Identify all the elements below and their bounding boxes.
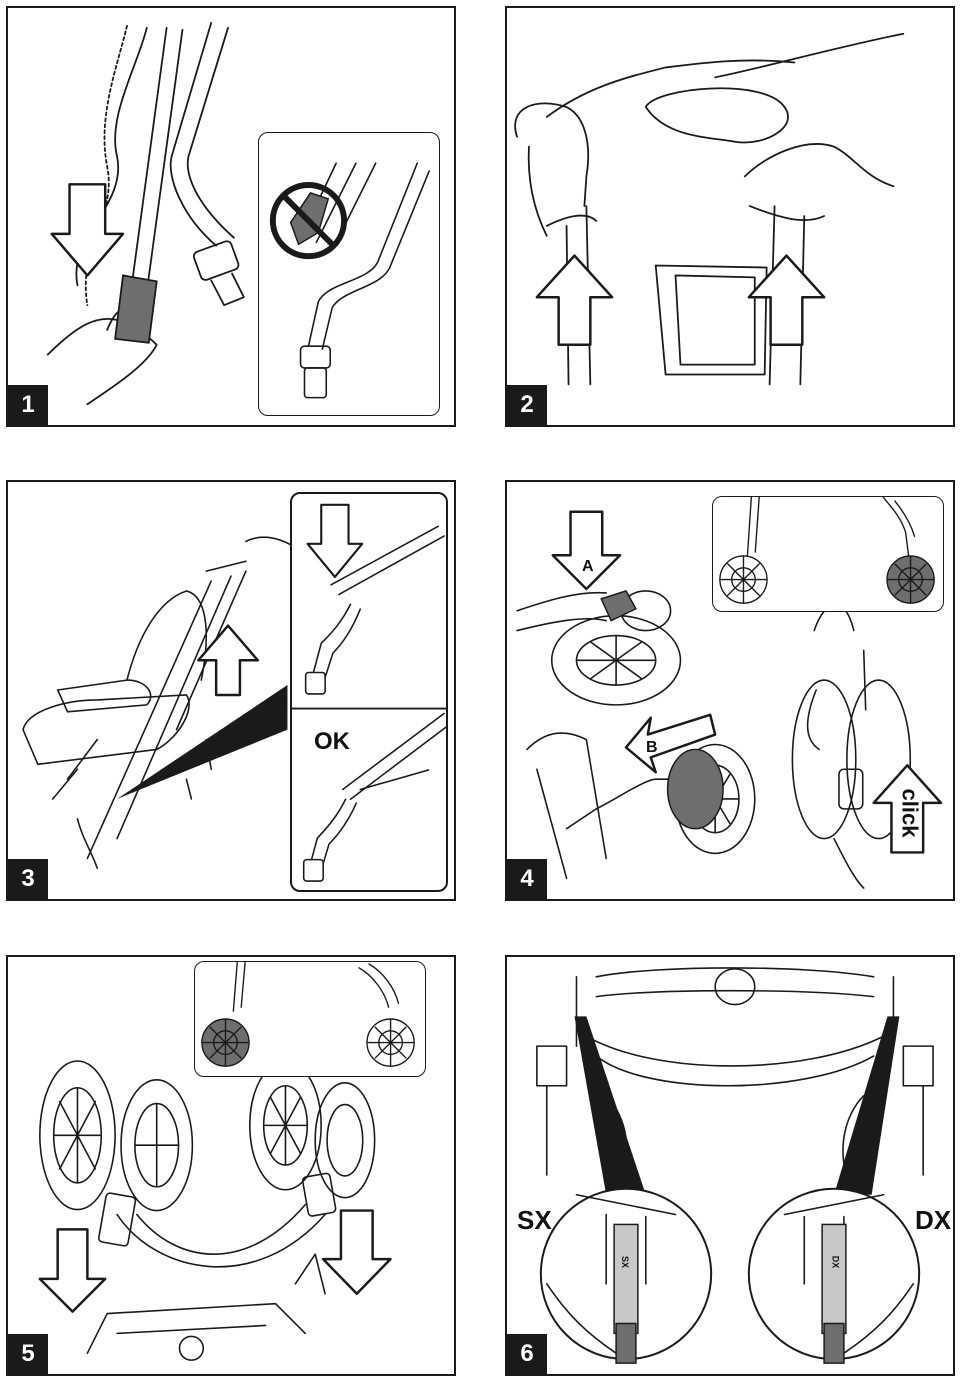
step-3-up-arrow: [197, 624, 259, 697]
step-6-pointer-left: [574, 1016, 646, 1195]
step-1-illustration: [46, 21, 245, 406]
step-1-number: 1: [8, 385, 48, 425]
step-4-number: 4: [507, 859, 547, 899]
step-5-down-arrow-left: [38, 1228, 107, 1313]
step-5-down-arrow-right: [321, 1209, 392, 1296]
step-1-down-arrow: [50, 183, 125, 277]
step-2-number: 2: [507, 385, 547, 425]
step-2-up-arrow-right: [747, 254, 826, 347]
step-6-tag-sx: SX: [620, 1255, 631, 1269]
step-6-illustration: [536, 967, 934, 1364]
step-4-inset-illustration: [719, 497, 935, 604]
step-5-inset: [194, 961, 426, 1077]
step-5-panel: 5: [6, 955, 456, 1376]
step-1-inset-illustration: [269, 162, 430, 399]
step-4-arrow-a: [551, 510, 622, 591]
step-5-inset-illustration: [201, 962, 415, 1067]
step-3-inset-down-arrow: [306, 503, 364, 579]
step-6-panel: SX DX SX DX 6: [505, 955, 955, 1376]
step-4-label-a: A: [582, 558, 594, 575]
step-2-illustration: [514, 32, 905, 386]
step-4-arrow-b: [624, 713, 717, 774]
step-3-illustration: [22, 536, 297, 870]
step-1-inset: [258, 132, 440, 416]
step-4-click-label: click: [897, 788, 923, 838]
step-3-inset-illustration: [292, 503, 446, 882]
step-4-inset: [712, 496, 944, 612]
step-6-label-sx: SX: [517, 1205, 552, 1235]
step-3-panel: OK 3: [6, 480, 456, 901]
prohibited-icon: [269, 182, 348, 260]
step-1-panel: 1: [6, 6, 456, 427]
step-6-pointer-right: [834, 1016, 900, 1195]
step-3-number: 3: [8, 859, 48, 899]
step-4-label-b: B: [646, 739, 658, 756]
step-4-panel: A B click 4: [505, 480, 955, 901]
step-3-ok-label: OK: [314, 728, 350, 755]
step-1-sleeve: [114, 274, 158, 344]
step-2-panel: 2: [505, 6, 955, 427]
step-6-tag-dx: DX: [830, 1255, 841, 1269]
step-2-up-arrow-left: [535, 254, 614, 347]
step-5-illustration: [38, 1060, 392, 1361]
step-3-inset: OK: [290, 492, 448, 892]
step-4-click-arrow: [872, 764, 943, 854]
step-4-illustration: [516, 510, 943, 889]
step-3-pointer: [117, 685, 288, 799]
step-5-number: 5: [8, 1334, 48, 1374]
step-6-label-dx: DX: [915, 1205, 952, 1235]
step-6-number: 6: [507, 1334, 547, 1374]
